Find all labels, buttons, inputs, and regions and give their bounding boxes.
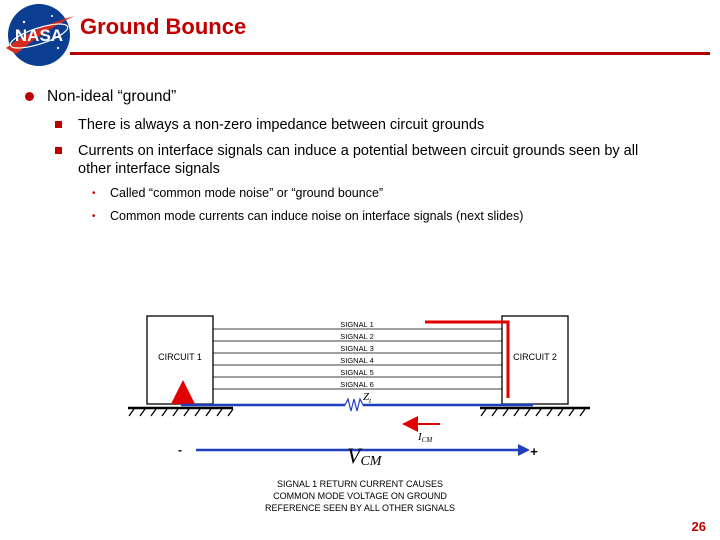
vcm-arrowhead — [518, 444, 530, 456]
ground-hatch-left — [128, 408, 234, 417]
impedance-label: Zt — [363, 391, 372, 405]
vcm-label: VCM — [347, 443, 383, 469]
circuit1-label: CIRCUIT 1 — [158, 352, 202, 362]
circuit2-box — [501, 315, 569, 405]
signal-lines — [213, 328, 502, 390]
logo-text: NASA — [15, 26, 63, 45]
bullet-level2-2a: Currents on interface signals can induce… — [78, 143, 639, 159]
page-number: 26 — [691, 519, 706, 534]
signal-label: SIGNAL 5 — [340, 368, 374, 377]
ground-impedance-icon — [344, 397, 364, 412]
caption-line3: REFERENCE SEEN BY ALL OTHER SIGNALS — [265, 503, 455, 513]
bullet-dot-icon: • — [92, 211, 96, 222]
bullet-level2-1: There is always a non-zero impedance bet… — [78, 117, 485, 133]
bullet-level1: Non-ideal “ground” — [47, 88, 177, 105]
signal-label: SIGNAL 6 — [340, 380, 374, 389]
caption-line1: SIGNAL 1 RETURN CURRENT CAUSES — [277, 479, 443, 489]
signal-label: SIGNAL 1 — [340, 320, 374, 329]
signal-label: SIGNAL 4 — [340, 356, 374, 365]
bullet-level2-2b: other interface signals — [78, 161, 220, 177]
nasa-logo: NASA — [6, 4, 74, 66]
signal-label: SIGNAL 2 — [340, 332, 374, 341]
icm-label: ICM — [417, 431, 433, 444]
bullet-level3-1: Called “common mode noise” or “ground bo… — [110, 186, 384, 200]
signal1-current-path — [425, 320, 510, 398]
signal-label: SIGNAL 3 — [340, 344, 374, 353]
bullet-dot-icon: • — [92, 188, 96, 199]
bullet-level3-2: Common mode currents can induce noise on… — [110, 209, 524, 223]
slide-title: Ground Bounce — [80, 14, 247, 39]
vcm-plus: + — [530, 444, 538, 459]
vcm-minus: - — [178, 443, 182, 457]
bullet-circle-icon — [25, 92, 34, 101]
bullet-square-icon — [55, 121, 62, 128]
circuit1-box — [146, 315, 214, 405]
ground-hatch-right — [480, 408, 586, 417]
bullet-square-icon — [55, 147, 62, 154]
circuit2-label: CIRCUIT 2 — [513, 352, 557, 362]
caption-line2: COMMON MODE VOLTAGE ON GROUND — [273, 491, 447, 501]
title-rule — [70, 52, 710, 55]
